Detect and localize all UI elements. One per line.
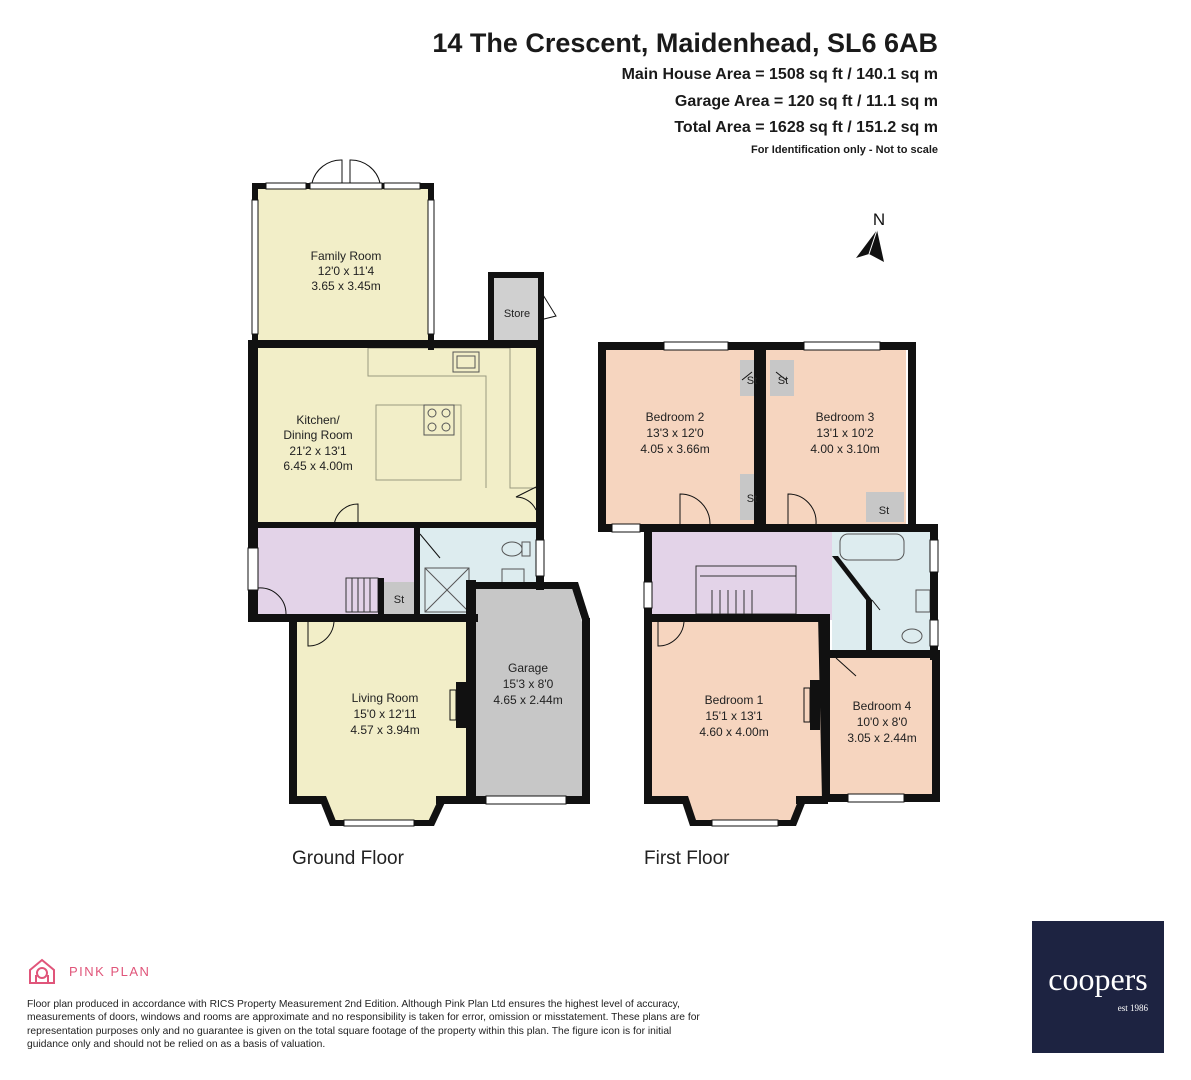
ground-floor-label: Ground Floor xyxy=(292,848,405,869)
sink-icon xyxy=(452,351,480,373)
bedroom4-name: Bedroom 4 xyxy=(853,699,912,713)
cupboard-st-4: St xyxy=(879,505,889,517)
french-doors-icon xyxy=(309,159,383,190)
cupboard-st-2: St xyxy=(778,375,788,387)
coopers-logo: coopers est 1986 xyxy=(1032,921,1164,1053)
bedroom1-imperial: 15'1 x 13'1 xyxy=(705,709,763,723)
bedroom1-bay-fill xyxy=(680,796,800,822)
family-room-metric: 3.65 x 3.45m xyxy=(311,279,380,293)
identification-note: For Identification only - Not to scale xyxy=(750,144,938,156)
bedroom2-metric: 4.05 x 3.66m xyxy=(640,442,709,456)
bedroom4-fill xyxy=(830,656,932,794)
living-room-metric: 4.57 x 3.94m xyxy=(350,723,419,737)
bedroom2-imperial: 13'3 x 12'0 xyxy=(646,426,704,440)
bedroom2-fill xyxy=(604,348,754,524)
main-house-area: Main House Area = 1508 sq ft / 140.1 sq … xyxy=(621,66,938,83)
family-room-imperial: 12'0 x 11'4 xyxy=(318,264,375,278)
garage-fill xyxy=(476,588,582,797)
kitchen-imperial: 21'2 x 13'1 xyxy=(289,444,347,458)
bath-icon xyxy=(839,533,905,561)
living-room-name: Living Room xyxy=(352,691,419,705)
store-label: Store xyxy=(504,308,530,320)
pink-plan-brand: PINK PLAN xyxy=(27,956,150,986)
fireplace-icon xyxy=(449,682,468,728)
bedroom3-name: Bedroom 3 xyxy=(816,410,875,424)
total-area: Total Area = 1628 sq ft / 151.2 sq m xyxy=(674,119,938,136)
bedroom3-metric: 4.00 x 3.10m xyxy=(810,442,879,456)
pink-plan-logo-icon xyxy=(29,958,55,984)
garage-imperial: 15'3 x 8'0 xyxy=(503,677,554,691)
pink-plan-name: PINK PLAN xyxy=(69,963,151,979)
garage-area: Garage Area = 120 sq ft / 11.1 sq m xyxy=(674,93,938,110)
first-toilet-icon xyxy=(901,628,923,644)
ground-floor-windows xyxy=(247,182,567,827)
first-floor-label: First Floor xyxy=(644,848,730,869)
bedroom2-name: Bedroom 2 xyxy=(646,410,705,424)
bedroom4-metric: 3.05 x 2.44m xyxy=(847,731,916,745)
kitchen-metric: 6.45 x 4.00m xyxy=(283,459,352,473)
first-floor-windows xyxy=(611,341,939,827)
property-title: 14 The Crescent, Maidenhead, SL6 6AB xyxy=(432,28,938,58)
ground-floor-plan: Family Room 12'0 x 11'4 3.65 x 3.45m Kit… xyxy=(247,159,590,869)
cupboard-st-3: St xyxy=(747,493,757,505)
first-floor-plan: Bedroom 2 13'3 x 12'0 4.05 x 3.66m Bedro… xyxy=(598,341,940,869)
cupboard-st-1: St xyxy=(747,375,757,387)
bedroom3-imperial: 13'1 x 10'2 xyxy=(816,426,874,440)
living-room-fill xyxy=(293,618,468,796)
north-arrow-icon: N xyxy=(856,210,885,262)
family-room-fill xyxy=(258,188,428,345)
disclaimer-text: Floor plan produced in accordance with R… xyxy=(27,999,700,1051)
living-room-imperial: 15'0 x 12'11 xyxy=(353,707,416,721)
garage-name: Garage xyxy=(508,661,548,675)
hob-icon xyxy=(423,404,455,436)
cupboard-fill xyxy=(383,582,415,614)
kitchen-island xyxy=(375,404,462,481)
bedroom1-name: Bedroom 1 xyxy=(705,693,764,707)
coopers-logo-name: coopers xyxy=(1048,961,1148,997)
ground-floor-doors xyxy=(257,289,557,647)
bedroom4-imperial: 10'0 x 8'0 xyxy=(857,715,908,729)
bedroom1-fill xyxy=(652,620,824,796)
bathroom-fill xyxy=(832,530,932,654)
kitchen-name-1: Kitchen/ xyxy=(296,413,340,427)
kitchen-name-2: Dining Room xyxy=(283,428,352,442)
family-room-name: Family Room xyxy=(311,249,382,263)
garage-metric: 4.65 x 2.44m xyxy=(493,693,562,707)
first-fireplace-icon xyxy=(803,680,820,730)
landing-fill xyxy=(652,530,832,620)
north-label: N xyxy=(873,210,885,229)
toilet-icon xyxy=(501,541,531,557)
store-fill xyxy=(490,276,540,342)
living-bay-fill xyxy=(318,796,440,822)
coopers-logo-est: est 1986 xyxy=(1117,1003,1148,1013)
bedroom1-metric: 4.60 x 4.00m xyxy=(699,725,768,739)
ground-cupboard-label: St xyxy=(394,594,404,606)
first-floor-doors xyxy=(657,371,881,677)
